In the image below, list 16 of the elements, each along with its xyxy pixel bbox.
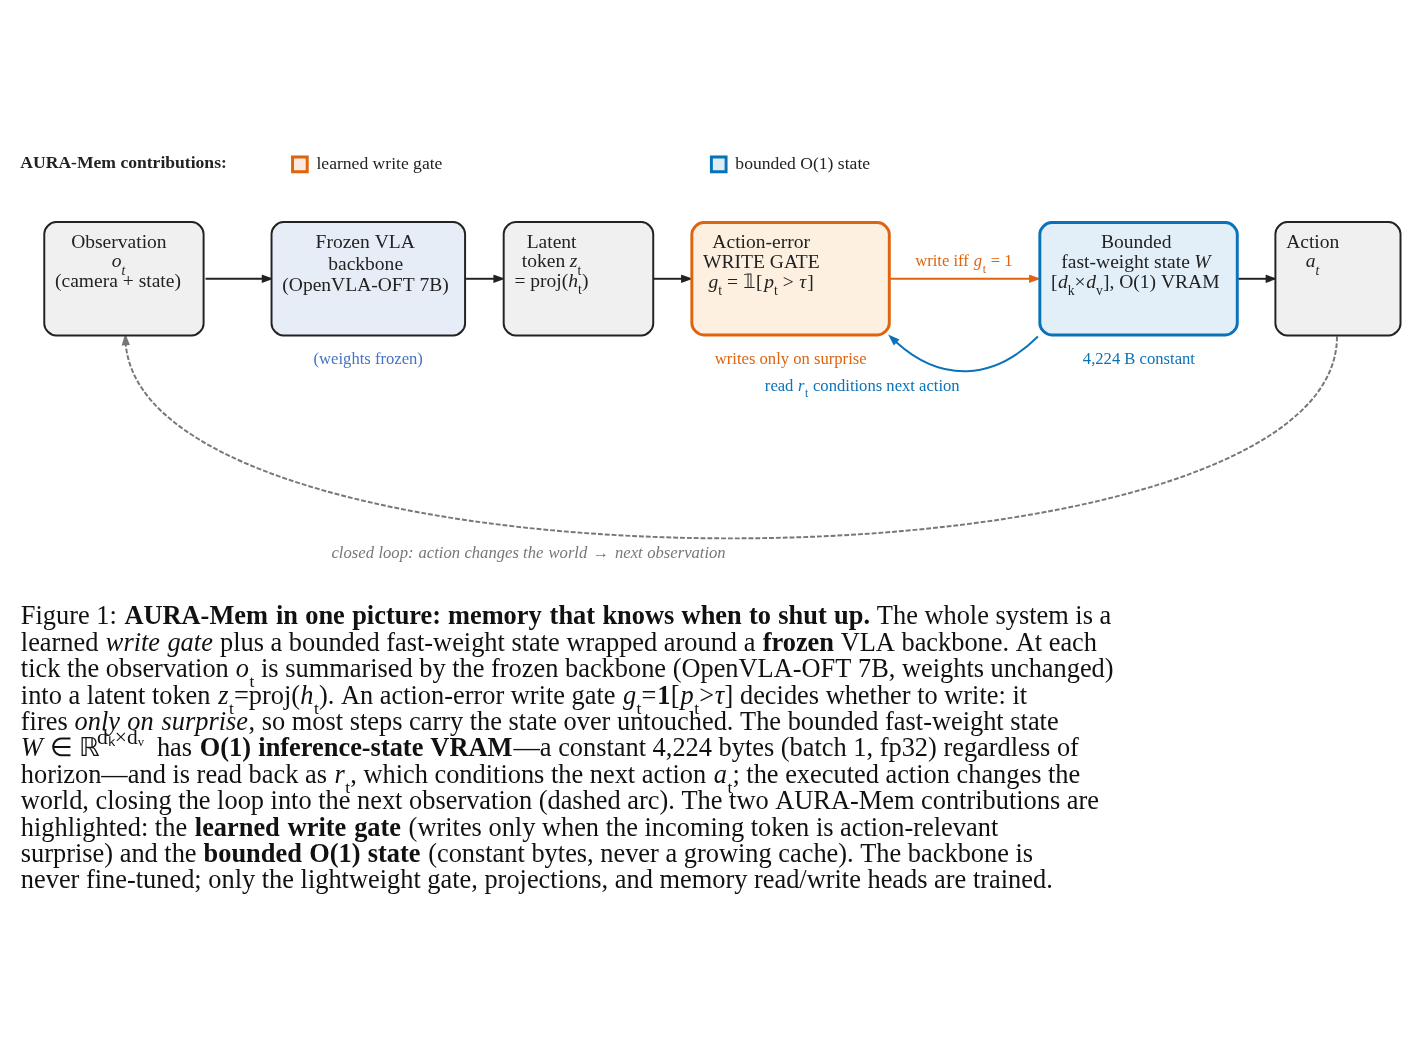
label: AURA-Mem contributions:	[20, 151, 227, 172]
arrow	[121, 333, 1338, 539]
arrow	[204, 274, 274, 283]
arrow	[888, 333, 1039, 372]
arrow	[465, 274, 506, 283]
legend-label: learned write gate	[316, 152, 443, 173]
node-label: 4,224 B constant	[1082, 348, 1195, 368]
node-label: (weights frozen)	[313, 348, 423, 368]
caption: Figure 1: AURA-Mem in one picture: memory that knows when to shut up. The whole system is a learned write gate plus a bounded fast-weight state wrapped around a frozen VLA backbone. At each tick the observation o$_{t}$ is summarised by the frozen backbone (OpenVLA-OFT 7B, weights unchanged) into a latent token z$_{t}$=proj(h$_{t}$). An action-error write gate g$_{t}$=1[p$_{t}$>τ] decides whether to write: it fires only on surprise, so most steps carry the state over untouched. The bounded fast-weight state W ∈ ℝ$^{dₖ×dᵥ}$ has O(1) inference-state VRAM—a constant 4,224 bytes (batch 1, fp32) regardless of horizon—and is read back as r$_{t}$, which conditions the next action a$_{t}$; the executed action changes the world, closing the loop into the next observation (dashed arc). The two AURA-Mem contributions are highlighted: the learned write gate (writes only when the incoming token is action-relevant surprise) and the bounded O(1) state (constant bytes, never a growing cache). The backbone is never fine-tuned; only the lightweight gate, projections, and memory read/write heads are trained.	[20, 599, 1114, 894]
edge-label: closed loop: action changes the world → next observation	[331, 542, 726, 562]
legend-label: bounded O(1) state	[735, 152, 871, 173]
edge-label: write iff g$_{t}$ = 1	[915, 250, 1013, 276]
arrow	[652, 274, 693, 283]
arrow	[889, 274, 1041, 283]
node-label: writes only on surprise	[714, 348, 867, 368]
edge-label: read r$_{t}$ conditions next action	[764, 375, 960, 400]
